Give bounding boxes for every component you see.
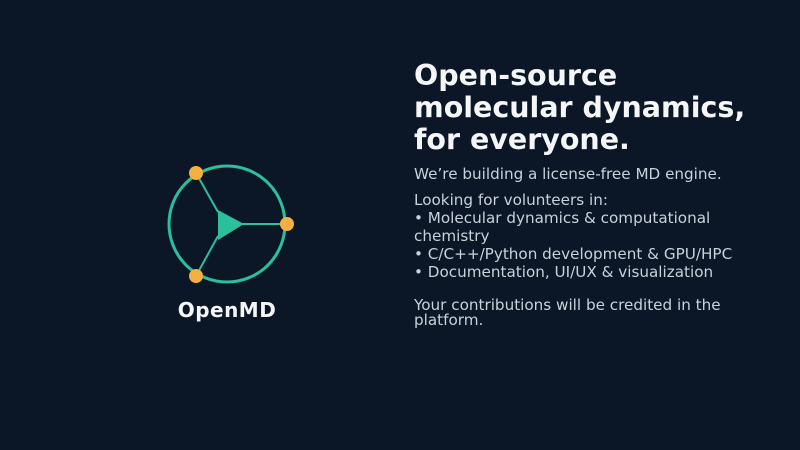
logo-bond-bottom xyxy=(195,235,219,277)
credit-note: Your contributions will be credited in t… xyxy=(414,296,721,329)
logo-node-bottom xyxy=(189,269,203,283)
volunteer-list: • Molecular dynamics & computational che… xyxy=(414,209,786,281)
molecule-triangle-icon xyxy=(167,164,294,284)
brand-name: OpenMD xyxy=(177,298,277,322)
brand-block: OpenMD xyxy=(160,160,300,330)
hero-copy: Open-source molecular dynamics, for ever… xyxy=(414,60,786,328)
headline-line-2: molecular dynamics, xyxy=(414,91,746,124)
headline-line-3: for everyone. xyxy=(414,123,630,156)
logo-node-right xyxy=(280,217,294,231)
headline: Open-source molecular dynamics, for ever… xyxy=(414,60,786,156)
headline-line-1: Open-source xyxy=(414,59,618,92)
list-item: • C/C++/Python development & GPU/HPC xyxy=(414,245,733,263)
list-item: • Molecular dynamics & computational che… xyxy=(414,209,711,245)
volunteer-intro: Looking for volunteers in: xyxy=(414,191,608,209)
subhead: We’re building a license-free MD engine. xyxy=(414,165,722,183)
list-item: • Documentation, UI/UX & visualization xyxy=(414,263,714,281)
logo-core-triangle xyxy=(218,210,244,240)
logo-node-top xyxy=(189,166,203,180)
logo-bond-top xyxy=(195,172,219,213)
